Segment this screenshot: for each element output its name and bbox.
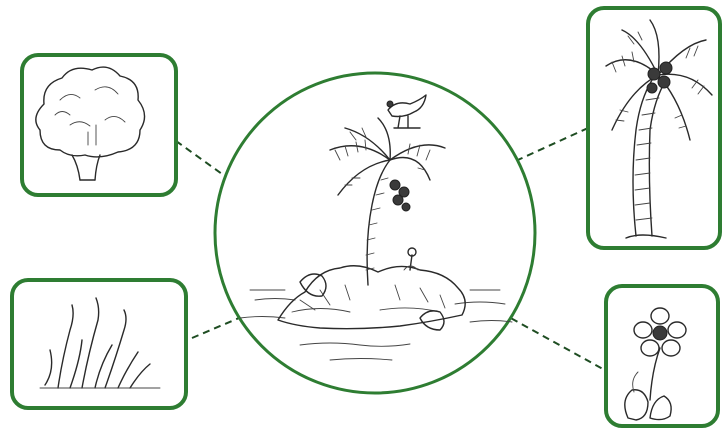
callout-flower [606, 286, 718, 426]
callout-palm [588, 8, 720, 248]
island-circle [215, 73, 535, 393]
callout-tree [22, 55, 176, 195]
callout-grass [12, 280, 186, 408]
